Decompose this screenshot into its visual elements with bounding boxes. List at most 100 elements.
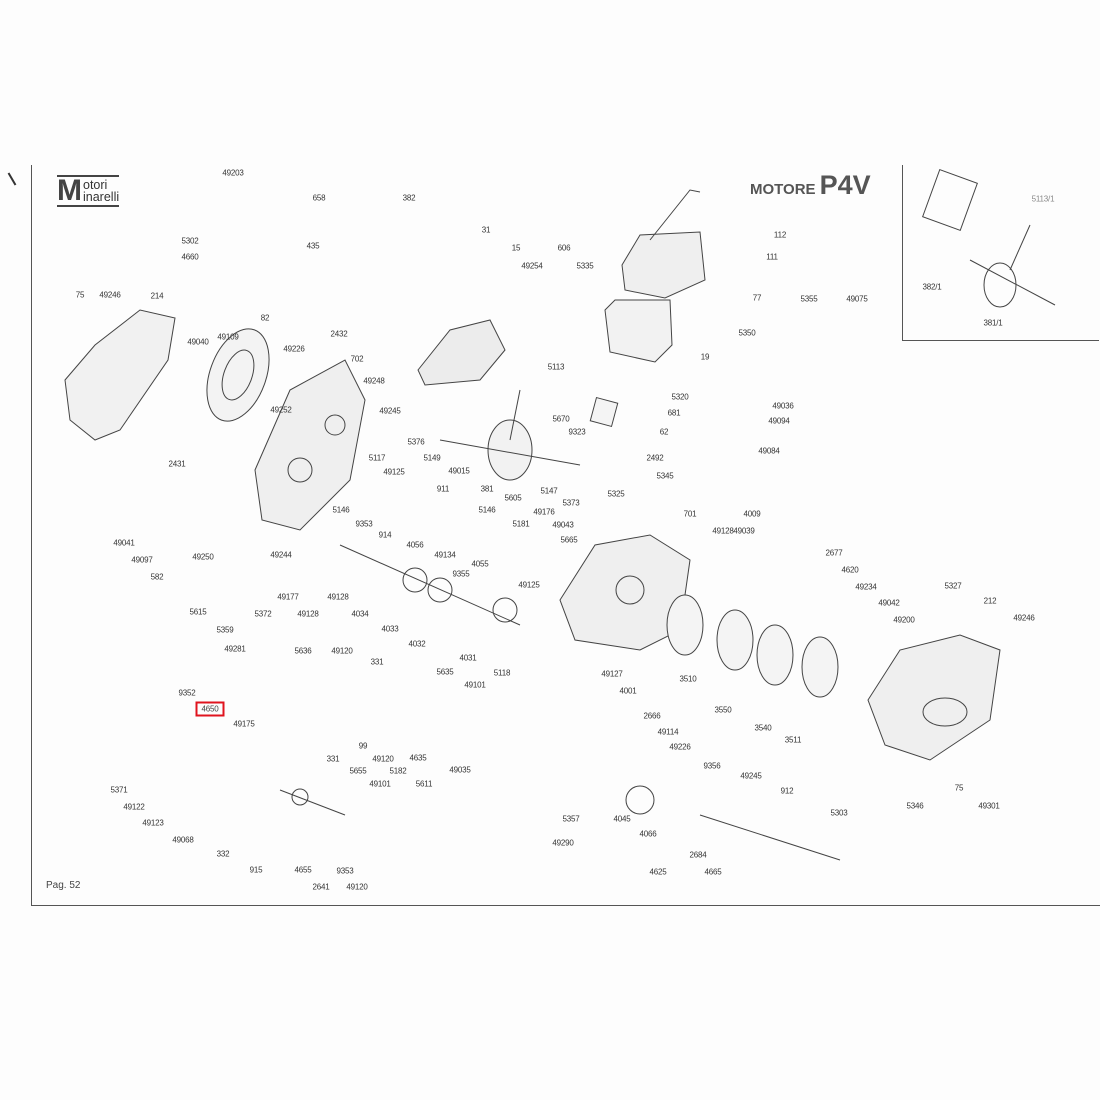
part-label: 49254 xyxy=(521,261,543,271)
part-label: 4066 xyxy=(639,829,657,839)
cylinder-part xyxy=(604,299,673,363)
part-label: 49041 xyxy=(113,538,135,548)
part-label: 9353 xyxy=(336,866,354,876)
part-label: 49122 xyxy=(123,802,145,812)
part-label: 4034 xyxy=(351,609,369,619)
part-label: 49134 xyxy=(434,550,456,560)
part-label: 49109 xyxy=(217,332,239,342)
part-label: 31 xyxy=(481,225,491,235)
part-label: 49290 xyxy=(552,838,574,848)
part-label: 212 xyxy=(983,596,997,606)
right-cover-part xyxy=(867,634,1001,761)
part-label: 49042 xyxy=(878,598,900,608)
part-label: 5670 xyxy=(552,414,570,424)
part-label: 5118 xyxy=(493,668,511,678)
part-label: 49114 xyxy=(657,727,679,737)
left-cover-part xyxy=(64,309,176,441)
part-label: 5303 xyxy=(830,808,848,818)
part-label: 4033 xyxy=(381,624,399,634)
part-label: 49123 xyxy=(142,818,164,828)
part-label: 49128 xyxy=(327,592,349,602)
flywheel-part xyxy=(206,328,270,422)
part-label: 49245 xyxy=(740,771,762,781)
diagram-sheet-frame xyxy=(31,165,1100,906)
part-label: 5655 xyxy=(349,766,367,776)
part-label: 49035 xyxy=(449,765,471,775)
part-label: 49068 xyxy=(172,835,194,845)
part-label: 49120 xyxy=(331,646,353,656)
part-label: 606 xyxy=(557,243,571,253)
page-number: Pag. 52 xyxy=(46,880,81,891)
part-label: 5611 xyxy=(415,779,433,789)
part-label: 49120 xyxy=(346,882,368,892)
part-label: 49234 xyxy=(855,582,877,592)
part-label: 5635 xyxy=(436,667,454,677)
part-label: 49084 xyxy=(758,446,780,456)
part-label: 49015 xyxy=(448,466,470,476)
part-label: 5605 xyxy=(504,493,522,503)
part-label: 4625 xyxy=(649,867,667,877)
part-label: 49125 xyxy=(518,580,540,590)
part-label: 5665 xyxy=(560,535,578,545)
part-label: 5181 xyxy=(512,519,530,529)
part-label: 75 xyxy=(954,783,964,793)
gear-shaft-part xyxy=(339,544,521,626)
cylinder-head-part xyxy=(621,189,706,299)
part-label: 5149 xyxy=(423,453,441,463)
logo-line1: otori xyxy=(83,178,108,192)
part-label: 49040 xyxy=(187,337,209,347)
part-label: 5355 xyxy=(800,294,818,304)
part-label: 49226 xyxy=(669,742,691,752)
part-label: 4009 xyxy=(743,509,761,519)
part-label: 49246 xyxy=(1013,613,1035,623)
part-label: 49043 xyxy=(552,520,574,530)
part-label: 3550 xyxy=(714,705,732,715)
part-label: 49101 xyxy=(369,779,391,789)
part-label: 49244 xyxy=(270,550,292,560)
title-prefix: MOTORE xyxy=(750,181,816,198)
part-label: 49203 xyxy=(222,168,244,178)
part-label: 5371 xyxy=(110,785,128,795)
part-label: 5117 xyxy=(368,453,386,463)
part-label: 4056 xyxy=(406,540,424,550)
part-label: 5615 xyxy=(189,607,207,617)
part-label: 49094 xyxy=(768,416,790,426)
part-label: 702 xyxy=(350,354,364,364)
part-label: 658 xyxy=(312,193,326,203)
part-label: 49281 xyxy=(224,644,246,654)
part-label: 4620 xyxy=(841,565,859,575)
part-label: 5182 xyxy=(389,766,407,776)
part-label: 5146 xyxy=(478,505,496,515)
part-label: 49075 xyxy=(846,294,868,304)
part-label: 9352 xyxy=(178,688,196,698)
part-label: 62 xyxy=(659,427,669,437)
part-label: 49177 xyxy=(277,592,299,602)
part-label: 382 xyxy=(402,193,416,203)
part-label: 4635 xyxy=(409,753,427,763)
part-label: 49125 xyxy=(383,467,405,477)
part-label: 5346 xyxy=(906,801,924,811)
logo-initial: M xyxy=(57,174,82,207)
inset-part-label: 382/1 xyxy=(922,282,942,292)
part-label: 5325 xyxy=(607,489,625,499)
part-label: 582 xyxy=(150,572,164,582)
part-label: 4045 xyxy=(613,814,631,824)
part-label: 332 xyxy=(216,849,230,859)
part-label: 2492 xyxy=(646,453,664,463)
part-label: 49175 xyxy=(233,719,255,729)
part-label: 49128 xyxy=(712,526,734,536)
inset-part-label: 5113/1 xyxy=(1031,194,1055,204)
part-label: 5113 xyxy=(547,362,565,372)
part-label: 2432 xyxy=(330,329,348,339)
piston-part xyxy=(589,396,619,428)
part-label: 381 xyxy=(480,484,494,494)
part-label: 9356 xyxy=(703,761,721,771)
part-label: 4665 xyxy=(704,867,722,877)
part-label: 5636 xyxy=(294,646,312,656)
part-label: 49301 xyxy=(978,801,1000,811)
part-label: 5372 xyxy=(254,609,272,619)
part-label: 49250 xyxy=(192,552,214,562)
part-label: 3511 xyxy=(784,735,802,745)
highlighted-part-label: 4650 xyxy=(195,701,225,717)
